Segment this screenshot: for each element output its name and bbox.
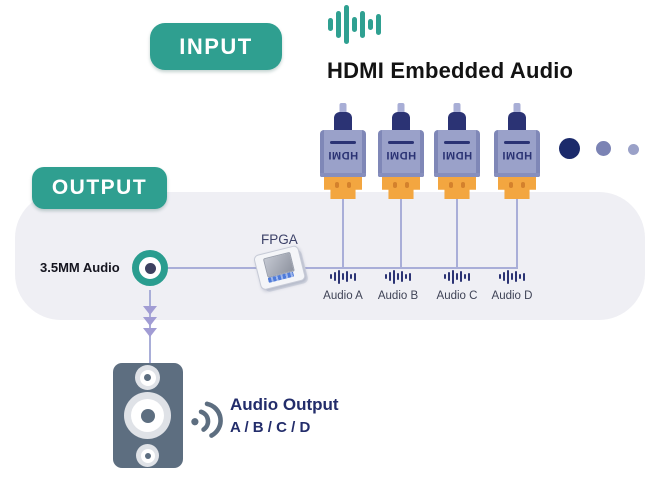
connector-body: HDMI (378, 130, 424, 177)
page-title: HDMI Embedded Audio (327, 58, 574, 83)
cable-plug (392, 112, 410, 134)
cable-stub (453, 103, 461, 119)
audio-channel: Audio C (425, 269, 489, 302)
connector-tip (438, 177, 476, 199)
more-items-dot (596, 141, 611, 156)
channel-label: Audio D (491, 290, 533, 302)
arrow-down-icon (143, 317, 157, 326)
audio-channel: Audio B (366, 269, 430, 302)
more-items-dot (559, 138, 580, 159)
cable-stub (513, 103, 521, 119)
connector-body: HDMI (494, 130, 540, 177)
connector-body: HDMI (434, 130, 480, 177)
audio-waveform-icon (499, 269, 525, 284)
hdmi-label: HDMI (501, 149, 533, 161)
output-badge: OUTPUT (32, 167, 167, 209)
jack-label: 3.5MM Audio (40, 260, 120, 275)
connector-tip (498, 177, 536, 199)
audio-waveform-icon (444, 269, 470, 284)
hdmi-connector-icon: HDMI (318, 103, 368, 199)
connector-stripe (444, 141, 470, 144)
wire-horizontal (168, 267, 518, 269)
cable-plug (508, 112, 526, 134)
input-badge: INPUT (150, 23, 282, 70)
channel-label: Audio B (377, 290, 419, 302)
wire-vertical (456, 197, 458, 268)
hdmi-connector-icon: HDMI (376, 103, 426, 199)
channel-label: Audio C (436, 290, 478, 302)
speaker-icon (113, 363, 183, 468)
connector-stripe (330, 141, 356, 144)
hdmi-label: HDMI (385, 149, 417, 161)
connector-stripe (388, 141, 414, 144)
hdmi-connector-icon: HDMI (492, 103, 542, 199)
arrow-down-icon (143, 306, 157, 315)
audio-waveform-icon (385, 269, 411, 284)
audio-output-title: Audio Output (230, 395, 339, 414)
cable-plug (334, 112, 352, 134)
fpga-label: FPGA (261, 232, 298, 247)
hdmi-connector-icon: HDMI (432, 103, 482, 199)
wire-to-speaker (149, 290, 151, 363)
audio-channel: Audio A (311, 269, 375, 302)
more-items-dot (628, 144, 639, 155)
sound-wave-icon (191, 401, 223, 438)
connector-body: HDMI (320, 130, 366, 177)
audio-jack-icon (132, 250, 168, 286)
wire-vertical (400, 197, 402, 268)
hdmi-label: HDMI (441, 149, 473, 161)
hdmi-label: HDMI (327, 149, 359, 161)
connector-stripe (504, 141, 530, 144)
output-panel (15, 192, 645, 320)
audio-output-channels: A / B / C / D (230, 419, 311, 436)
cable-stub (339, 103, 347, 119)
channel-label: Audio A (323, 290, 363, 302)
connector-tip (382, 177, 420, 199)
cable-plug (448, 112, 466, 134)
wire-vertical (516, 197, 518, 268)
arrow-down-icon (143, 328, 157, 337)
wire-vertical (342, 197, 344, 268)
audio-waveform-icon (330, 269, 356, 284)
cable-stub (397, 103, 405, 119)
connector-tip (324, 177, 362, 199)
audio-waveform-icon (328, 2, 381, 46)
audio-channel: Audio D (480, 269, 544, 302)
